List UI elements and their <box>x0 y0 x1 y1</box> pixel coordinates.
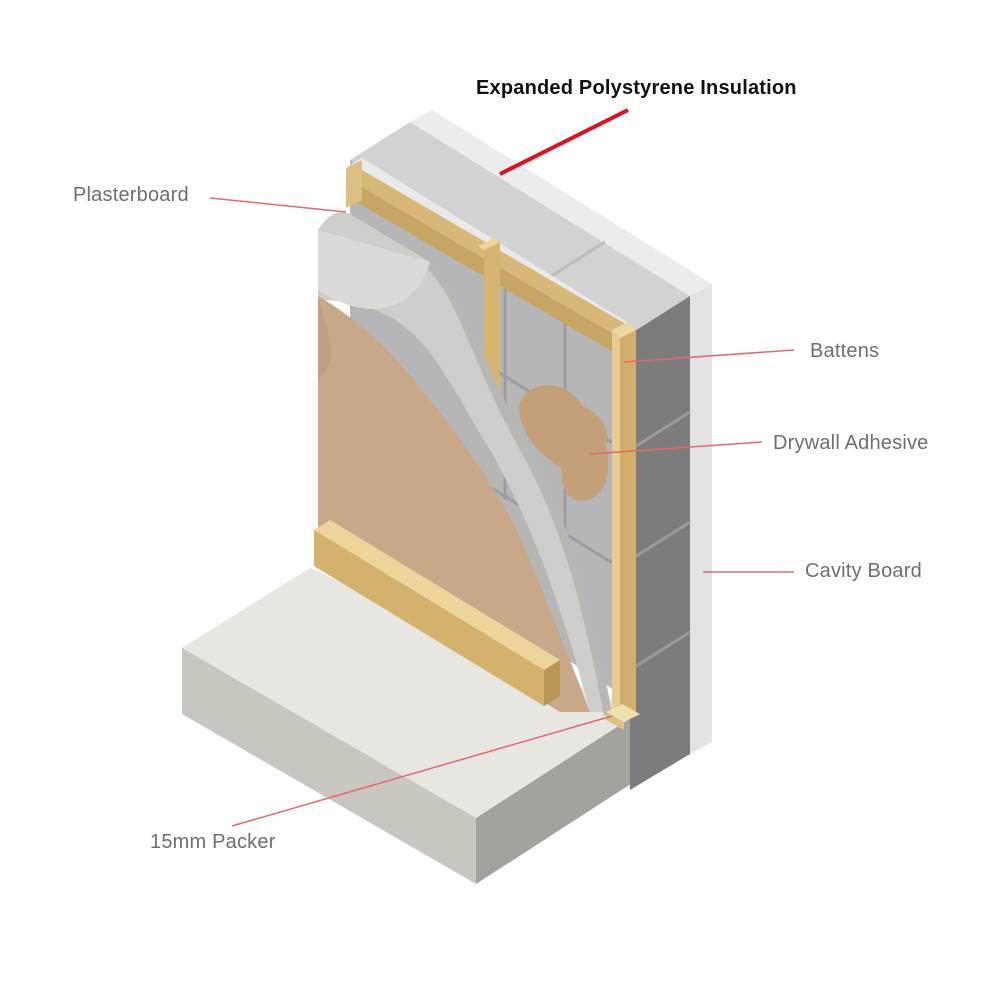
insulation-label: Expanded Polystyrene Insulation <box>476 77 797 99</box>
cavity-board-label: Cavity Board <box>805 560 922 582</box>
battens-leader <box>623 349 795 363</box>
insulation-leader <box>499 108 629 176</box>
packer-leader <box>231 715 613 827</box>
floor-slab <box>182 568 640 884</box>
plaster-skim-shade <box>318 296 332 380</box>
drywall-adhesive-label: Drywall Adhesive <box>773 432 929 454</box>
adhesive-dab <box>519 385 609 502</box>
packer-label: 15mm Packer <box>150 831 276 853</box>
battens <box>346 160 636 720</box>
battens-label: Battens <box>810 340 880 362</box>
plasterboard-sheet <box>318 212 612 716</box>
leader-lines <box>209 197 795 827</box>
plaster-skim <box>318 296 590 712</box>
cavity-board <box>410 110 712 754</box>
plasterboard-leader <box>209 197 347 213</box>
plasterboard-label: Plasterboard <box>73 184 189 206</box>
bottom-batten <box>314 520 560 706</box>
adhesive-leader <box>589 441 763 455</box>
